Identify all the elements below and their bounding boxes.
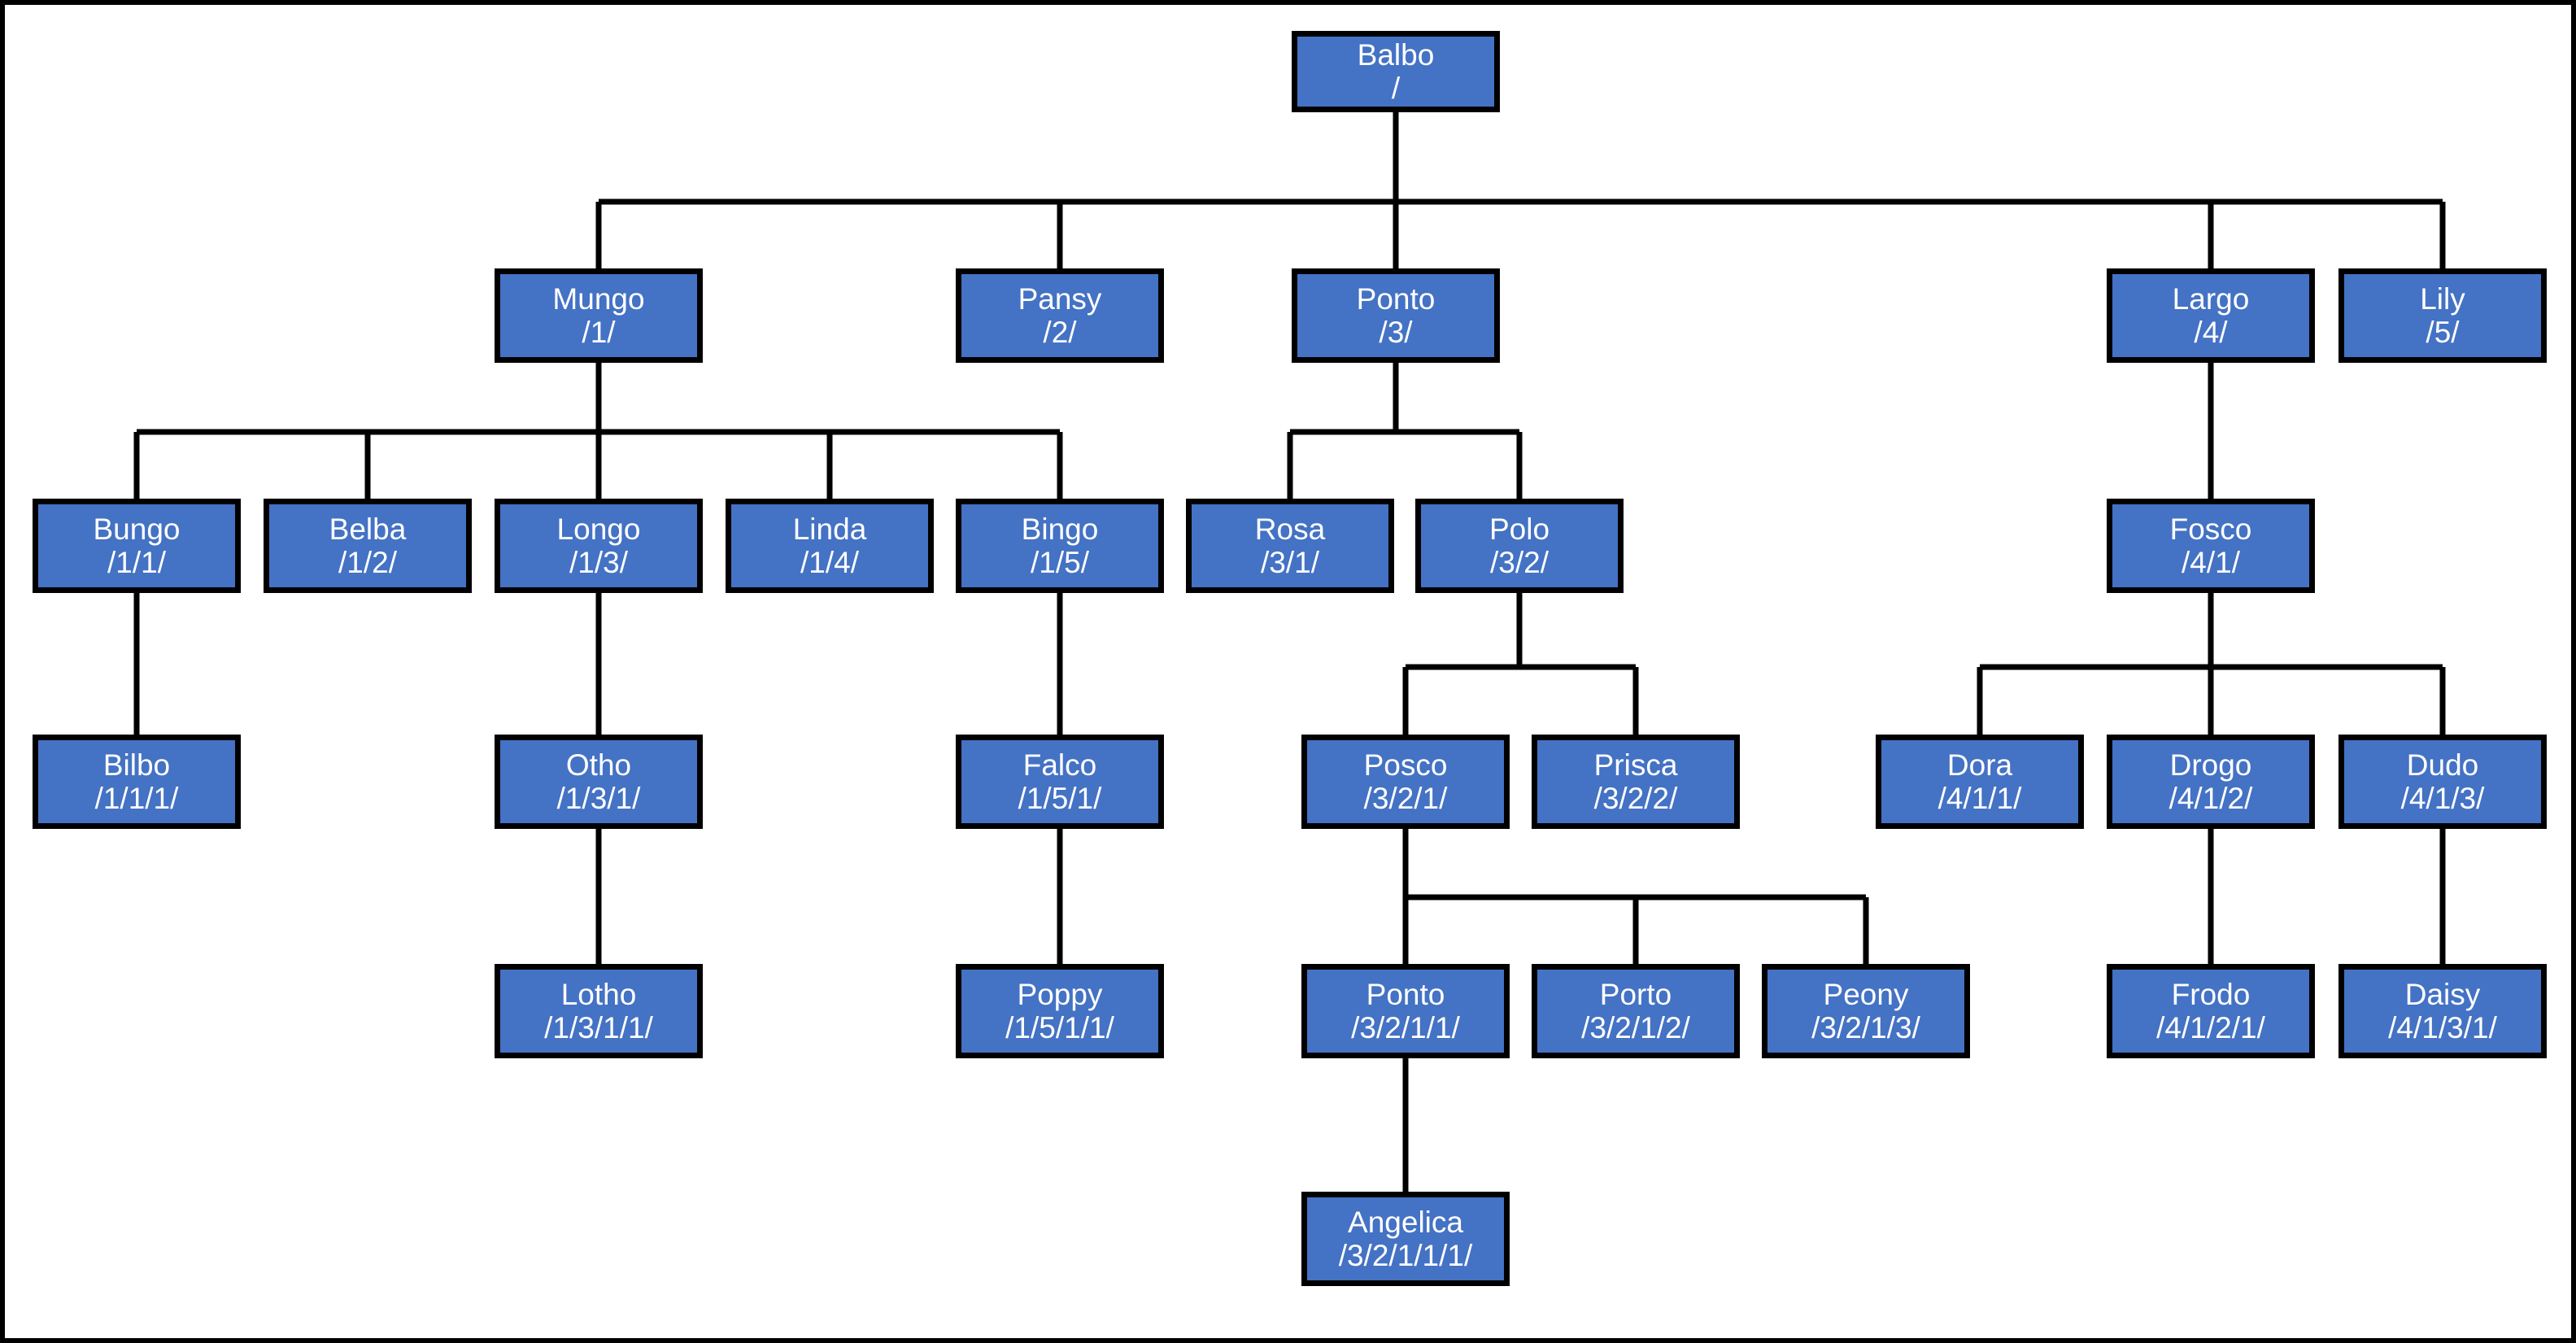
- tree-node-falco[interactable]: Falco/1/5/1/: [956, 735, 1164, 829]
- tree-node-lotho[interactable]: Lotho/1/3/1/1/: [495, 964, 703, 1058]
- tree-node-drogo[interactable]: Drogo/4/1/2/: [2107, 735, 2315, 829]
- tree-node-lily[interactable]: Lily/5/: [2338, 268, 2547, 363]
- tree-node-name: Belba: [329, 512, 407, 546]
- tree-node-dora[interactable]: Dora/4/1/1/: [1876, 735, 2084, 829]
- tree-node-name: Lily: [2420, 281, 2465, 316]
- tree-node-name: Peony: [1823, 977, 1909, 1011]
- tree-node-name: Longo: [556, 512, 641, 546]
- tree-node-pansy[interactable]: Pansy/2/: [956, 268, 1164, 363]
- tree-node-bilbo[interactable]: Bilbo/1/1/1/: [33, 735, 241, 829]
- tree-node-path: /1/1/: [107, 546, 166, 579]
- tree-node-posco[interactable]: Posco/3/2/1/: [1301, 735, 1510, 829]
- tree-node-path: /4/1/2/: [2168, 782, 2253, 815]
- tree-node-path: /4/1/1/: [1937, 782, 2022, 815]
- tree-node-bingo[interactable]: Bingo/1/5/: [956, 499, 1164, 593]
- tree-node-rosa[interactable]: Rosa/3/1/: [1186, 499, 1394, 593]
- tree-node-name: Ponto: [1366, 977, 1445, 1011]
- tree-node-balbo[interactable]: Balbo/: [1292, 31, 1500, 112]
- tree-node-otho[interactable]: Otho/1/3/1/: [495, 735, 703, 829]
- tree-node-name: Daisy: [2404, 977, 2481, 1011]
- tree-node-path: /3/2/1/1/1/: [1338, 1239, 1473, 1272]
- tree-node-name: Bingo: [1021, 512, 1099, 546]
- tree-node-name: Pansy: [1018, 281, 1102, 316]
- tree-node-belba[interactable]: Belba/1/2/: [264, 499, 472, 593]
- tree-node-path: /4/1/3/1/: [2388, 1011, 2497, 1044]
- tree-node-path: /1/: [582, 316, 616, 349]
- tree-node-angelica[interactable]: Angelica/3/2/1/1/1/: [1301, 1192, 1510, 1286]
- tree-node-path: /2/: [1043, 316, 1077, 349]
- tree-node-prisca[interactable]: Prisca/3/2/2/: [1532, 735, 1740, 829]
- tree-node-name: Polo: [1489, 512, 1550, 546]
- tree-node-path: /4/1/2/1/: [2156, 1011, 2265, 1044]
- tree-node-name: Bungo: [93, 512, 181, 546]
- tree-node-path: /3/2/1/: [1363, 782, 1448, 815]
- tree-node-name: Poppy: [1017, 977, 1103, 1011]
- tree-node-path: /1/5/: [1031, 546, 1089, 579]
- tree-node-path: /: [1391, 72, 1401, 105]
- tree-node-name: Otho: [565, 748, 632, 782]
- tree-node-name: Prisca: [1593, 748, 1678, 782]
- tree-node-path: /1/5/1/1/: [1005, 1011, 1114, 1044]
- tree-node-name: Mungo: [552, 281, 645, 316]
- tree-node-name: Drogo: [2169, 748, 2252, 782]
- tree-node-path: /3/2/: [1490, 546, 1549, 579]
- tree-node-name: Balbo: [1357, 37, 1435, 72]
- tree-node-peony[interactable]: Peony/3/2/1/3/: [1762, 964, 1970, 1058]
- tree-node-path: /1/1/1/: [94, 782, 179, 815]
- tree-node-name: Posco: [1363, 748, 1448, 782]
- tree-node-path: /3/1/: [1261, 546, 1319, 579]
- tree-node-path: /1/3/1/: [556, 782, 641, 815]
- tree-node-path: /3/2/1/3/: [1811, 1011, 1920, 1044]
- tree-node-path: /5/: [2426, 316, 2460, 349]
- tree-node-porto[interactable]: Porto/3/2/1/2/: [1532, 964, 1740, 1058]
- tree-node-name: Rosa: [1254, 512, 1326, 546]
- tree-node-polo[interactable]: Polo/3/2/: [1415, 499, 1624, 593]
- tree-node-ponto[interactable]: Ponto/3/: [1292, 268, 1500, 363]
- tree-node-dudo[interactable]: Dudo/4/1/3/: [2338, 735, 2547, 829]
- tree-node-name: Ponto: [1356, 281, 1436, 316]
- tree-node-largo[interactable]: Largo/4/: [2107, 268, 2315, 363]
- tree-node-poppy[interactable]: Poppy/1/5/1/1/: [956, 964, 1164, 1058]
- tree-node-name: Dudo: [2406, 748, 2479, 782]
- tree-node-longo[interactable]: Longo/1/3/: [495, 499, 703, 593]
- tree-node-linda[interactable]: Linda/1/4/: [726, 499, 934, 593]
- tree-node-path: /3/2/1/1/: [1351, 1011, 1460, 1044]
- tree-node-name: Porto: [1599, 977, 1672, 1011]
- tree-node-path: /1/4/: [800, 546, 859, 579]
- tree-node-frodo[interactable]: Frodo/4/1/2/1/: [2107, 964, 2315, 1058]
- tree-node-path: /3/: [1379, 316, 1413, 349]
- tree-node-name: Fosco: [2169, 512, 2252, 546]
- tree-node-name: Dora: [1946, 748, 2013, 782]
- tree-node-path: /3/2/1/2/: [1581, 1011, 1690, 1044]
- tree-node-path: /1/2/: [338, 546, 397, 579]
- tree-node-name: Angelica: [1348, 1205, 1463, 1239]
- tree-node-name: Bilbo: [102, 748, 171, 782]
- tree-node-path: /4/1/3/: [2400, 782, 2485, 815]
- tree-node-name: Largo: [2172, 281, 2250, 316]
- tree-node-fosco[interactable]: Fosco/4/1/: [2107, 499, 2315, 593]
- tree-node-name: Frodo: [2171, 977, 2251, 1011]
- tree-node-path: /3/2/2/: [1593, 782, 1678, 815]
- tree-node-bungo[interactable]: Bungo/1/1/: [33, 499, 241, 593]
- tree-node-path: /4/1/: [2182, 546, 2240, 579]
- tree-node-path: /4/: [2194, 316, 2228, 349]
- tree-node-name: Falco: [1022, 748, 1097, 782]
- tree-node-mungo[interactable]: Mungo/1/: [495, 268, 703, 363]
- tree-node-path: /1/3/1/1/: [544, 1011, 653, 1044]
- tree-node-daisy[interactable]: Daisy/4/1/3/1/: [2338, 964, 2547, 1058]
- tree-node-path: /1/3/: [569, 546, 628, 579]
- tree-node-path: /1/5/1/: [1018, 782, 1102, 815]
- tree-node-name: Lotho: [560, 977, 637, 1011]
- tree-node-name: Linda: [792, 512, 867, 546]
- tree-node-ponto2[interactable]: Ponto/3/2/1/1/: [1301, 964, 1510, 1058]
